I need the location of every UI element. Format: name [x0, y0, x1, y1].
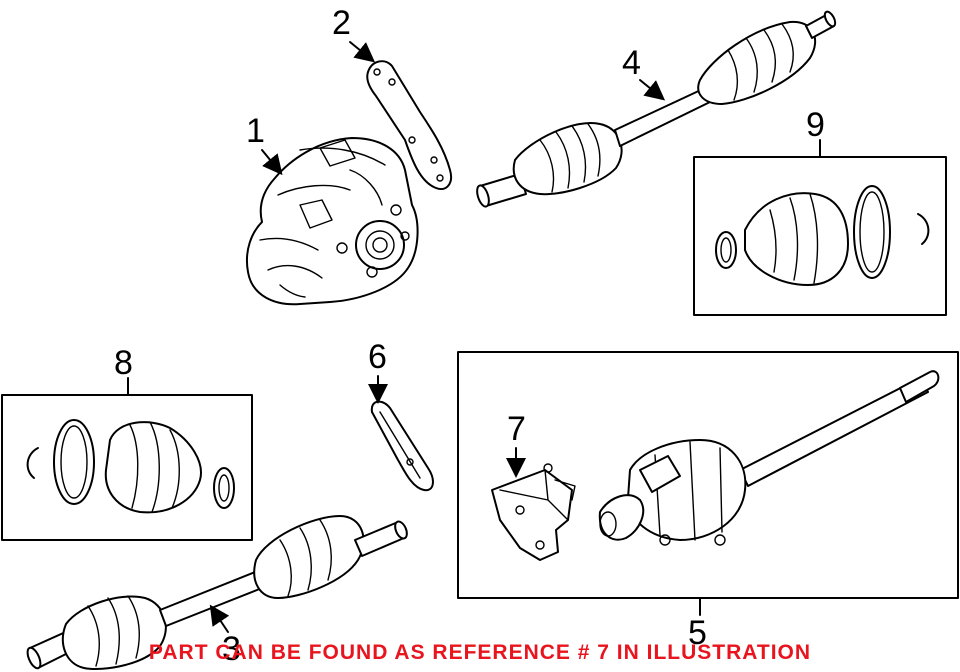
callout-6: 6	[368, 338, 387, 376]
gasket-2	[366, 60, 452, 190]
callout-9: 9	[806, 106, 825, 144]
seal-6	[370, 400, 434, 492]
callout-4: 4	[622, 44, 641, 82]
callout-4-leader	[639, 79, 666, 101]
callout-2-leader	[349, 41, 376, 63]
callout-2: 2	[332, 4, 351, 42]
callout-1: 1	[246, 112, 265, 150]
callout-8: 8	[114, 344, 133, 382]
callout-3: 3	[222, 630, 241, 668]
axle-shaft-4	[476, 10, 837, 208]
intermediate-shaft-5	[598, 370, 940, 546]
boot-kit-8-parts	[26, 419, 235, 514]
callout-3-leader	[209, 604, 230, 633]
callout-7: 7	[507, 410, 526, 448]
differential-housing	[246, 137, 419, 306]
bracket-7	[491, 463, 576, 561]
callout-5: 5	[688, 614, 707, 652]
boot-kit-9-parts	[715, 185, 930, 286]
callout-1-leader	[261, 149, 283, 176]
axle-shaft-3	[26, 515, 408, 670]
reference-note: PART CAN BE FOUND AS REFERENCE # 7 IN IL…	[148, 641, 812, 664]
